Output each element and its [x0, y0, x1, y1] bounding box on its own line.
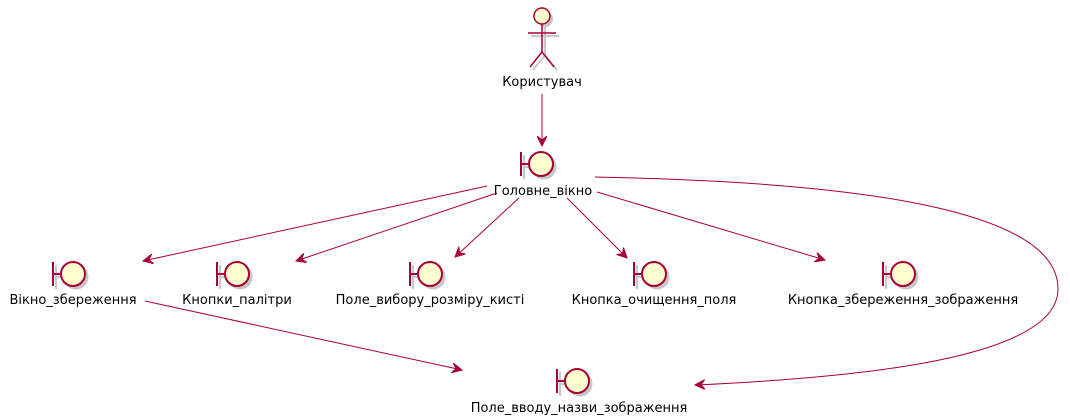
boundary-name-input: Поле_вводу_назви_зображення [471, 368, 688, 416]
boundary-icon [882, 261, 919, 290]
boundary-label: Поле_вибору_розміру_кисті [336, 293, 525, 308]
boundary-label: Поле_вводу_назви_зображення [471, 401, 688, 416]
boundary-save-window: Вікно_збереження [9, 261, 137, 308]
edge-main-to-palette [296, 192, 498, 261]
edge-main-to-save-image [596, 191, 825, 260]
edge-main-to-clear [566, 197, 627, 258]
boundary-label: Кнопка_очищення_поля [572, 293, 737, 308]
boundary-save-image: Кнопка_збереження_зображення [788, 261, 1018, 308]
boundary-main: Головне_вікно [494, 151, 592, 199]
edge-save-window-to-name-input [144, 300, 462, 370]
boundary-label: Кнопка_збереження_зображення [788, 293, 1018, 308]
boundary-label: Кнопки_палітри [182, 293, 292, 308]
boundary-icon [409, 261, 446, 290]
actor-label: Користувач [502, 75, 582, 90]
boundary-palette: Кнопки_палітри [182, 261, 292, 308]
edge-main-to-save-window [143, 185, 488, 261]
edge-main-to-brush-size [455, 197, 520, 257]
boundary-label: Вікно_збереження [9, 293, 136, 308]
edge-main-to-name-input [594, 176, 1059, 385]
boundary-brush-size: Поле_вибору_розміру_кисті [336, 261, 525, 308]
boundary-icon [633, 261, 670, 290]
edges [143, 94, 1059, 385]
boundary-icon [520, 151, 557, 180]
actor-user: Користувач [502, 7, 582, 90]
boundary-label: Головне_вікно [494, 184, 592, 199]
boundary-icon [52, 261, 89, 290]
boundary-icon [556, 368, 593, 397]
boundary-clear: Кнопка_очищення_поля [572, 261, 737, 308]
boundary-icon [216, 261, 253, 290]
actor-stick-figure-icon [528, 7, 559, 71]
